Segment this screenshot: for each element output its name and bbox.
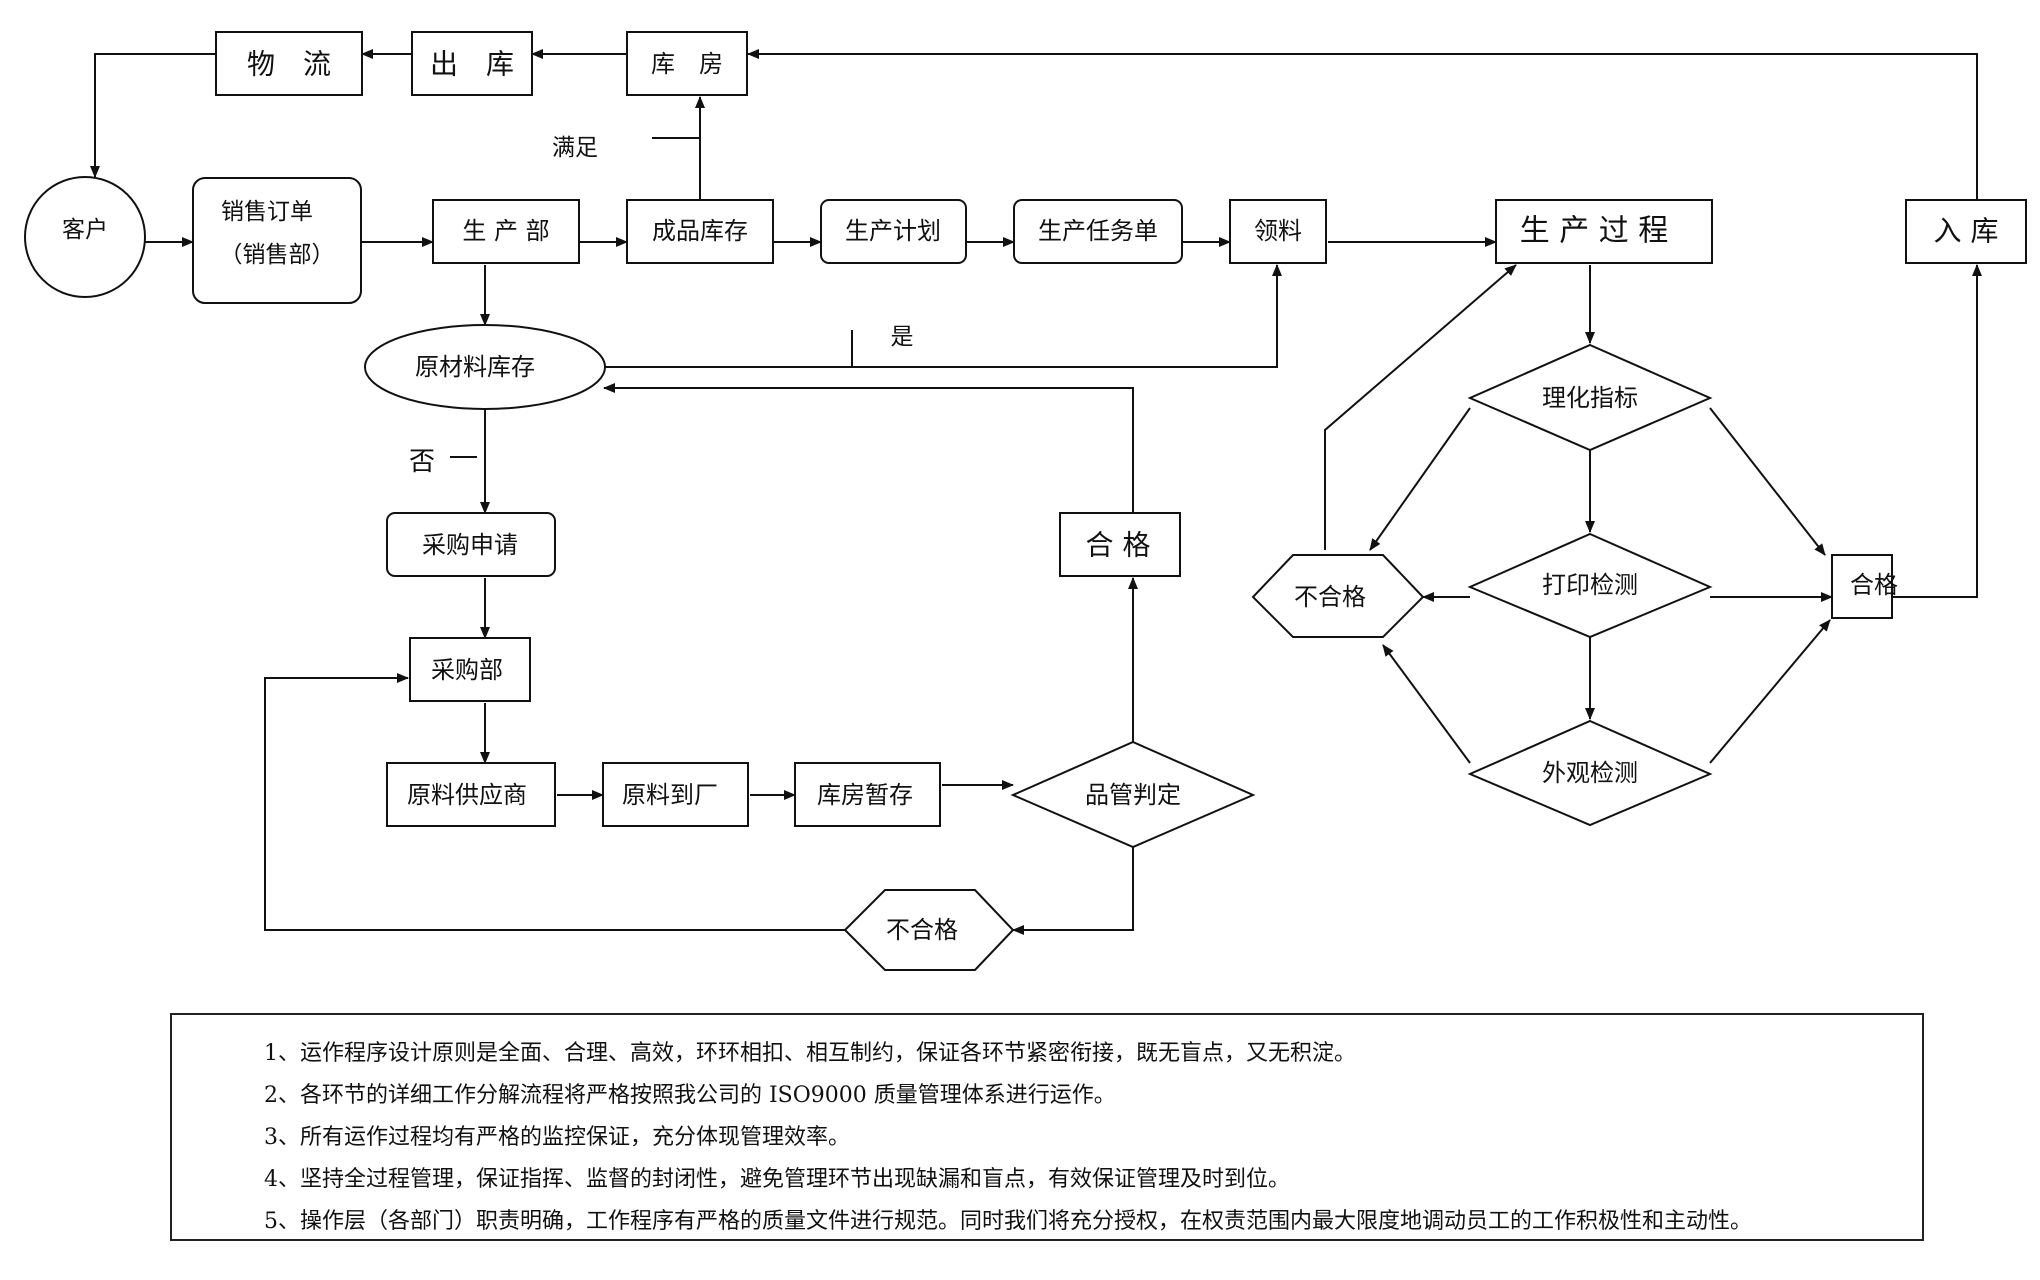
material-arrival-box	[602, 762, 749, 827]
warehouse-label: 库 房	[651, 50, 723, 78]
outbound-label: 出 库	[430, 48, 514, 81]
logistics-box	[215, 31, 363, 96]
sales-order-label-1: 销售订单	[221, 199, 313, 225]
supplier-box	[386, 762, 556, 827]
production-plan-label: 生产计划	[845, 217, 941, 245]
labels: 物 流 出 库 库 房 满足 客户 销售订单 （销售部） 生 产 部 成品库存 …	[62, 48, 1998, 945]
raw-stock-label: 原材料库存	[415, 353, 535, 381]
shapes	[24, 31, 2027, 971]
arrow-appearance-to-qualified	[1709, 619, 1831, 764]
logistics-label: 物 流	[247, 48, 331, 81]
print-check-label: 打印检测	[1542, 571, 1638, 599]
arrow-qualified-to-inbound	[1892, 264, 1982, 598]
customer-label: 客户	[62, 217, 108, 243]
qualified-right-label: 合格	[1850, 571, 1898, 599]
flowchart: 物 流 出 库 库 房 满足 客户 销售订单 （销售部） 生 产 部 成品库存 …	[24, 31, 2027, 971]
production-process-box	[1495, 199, 1713, 264]
sales-order-box	[192, 177, 362, 304]
note-4: 4、坚持全过程管理，保证指挥、监督的封闭性，避免管理环节出现缺漏和盲点，有效保证…	[264, 1167, 1291, 1192]
appearance-check-diamond	[1467, 719, 1713, 827]
production-plan-box	[820, 199, 967, 264]
production-dept-label: 生 产 部	[462, 217, 549, 245]
material-pick-label: 领料	[1254, 217, 1302, 245]
notes-box: 1、运作程序设计原则是全面、合理、高效，环环相扣、相互制约，保证各环节紧密衔接，…	[170, 1013, 1924, 1241]
inbound-box	[1905, 199, 2027, 264]
arrow-qc-to-unqualified	[1012, 847, 1134, 935]
production-task-label: 生产任务单	[1038, 217, 1158, 245]
qualified-left-label: 合 格	[1086, 529, 1151, 562]
unqualified-bottom-hexagon	[843, 889, 1015, 971]
unqualified-right-label: 不合格	[1294, 583, 1366, 611]
sales-order-label-2: （销售部）	[220, 242, 335, 268]
unqualified-bottom-label: 不合格	[886, 916, 958, 944]
supplier-label: 原料供应商	[407, 781, 527, 809]
purchase-request-label: 采购申请	[422, 531, 518, 559]
temp-storage-box	[794, 762, 941, 827]
arrow-physchem-to-unqualified	[1369, 407, 1471, 551]
production-task-box	[1013, 199, 1183, 264]
appearance-check-label: 外观检测	[1542, 759, 1638, 787]
production-process-label: 生 产 过 程	[1520, 214, 1669, 249]
qc-judgement-label: 品管判定	[1085, 781, 1181, 809]
qc-judgement-diamond	[1010, 740, 1256, 849]
unqualified-right-hexagon	[1251, 554, 1425, 638]
note-3: 3、所有运作过程均有严格的监控保证，充分体现管理效率。	[264, 1125, 850, 1150]
warehouse-box	[626, 31, 748, 96]
arrow-inbound-to-warehouse	[747, 49, 1978, 200]
physchem-label: 理化指标	[1542, 384, 1638, 412]
note-2: 2、各环节的详细工作分解流程将严格按照我公司的 ISO9000 质量管理体系进行…	[264, 1083, 1116, 1108]
arrow-unqualified-to-purchase-dept	[264, 673, 845, 931]
purchase-dept-box	[409, 637, 531, 702]
yes-label: 是	[891, 324, 914, 350]
inbound-label: 入 库	[1934, 215, 1999, 248]
qualified-right-box	[1831, 554, 1893, 619]
qualified-left-box	[1059, 512, 1181, 577]
note-1: 1、运作程序设计原则是全面、合理、高效，环环相扣、相互制约，保证各环节紧密衔接，…	[264, 1041, 1357, 1066]
arrow-raw-stock-yes-to-pick	[604, 264, 1282, 368]
finished-stock-label: 成品库存	[652, 217, 748, 245]
material-arrival-label: 原料到厂	[622, 781, 718, 809]
arrow-logistics-to-customer	[90, 53, 216, 178]
production-dept-box	[432, 199, 580, 264]
arrow-physchem-to-qualified	[1709, 407, 1826, 556]
no-label: 否	[409, 447, 435, 477]
temp-storage-label: 库房暂存	[817, 781, 913, 809]
arrow-appearance-to-unqualified	[1382, 644, 1471, 764]
finished-stock-box	[626, 199, 774, 264]
connectors	[90, 49, 1982, 935]
raw-stock-ellipse	[364, 324, 606, 410]
physchem-diamond	[1467, 343, 1713, 452]
arrow-unqualified-to-process	[1324, 264, 1517, 550]
note-5: 5、操作层（各部门）职责明确，工作程序有严格的质量文件进行规范。同时我们将充分授…	[264, 1209, 1753, 1234]
satisfy-label: 满足	[552, 135, 598, 161]
outbound-box	[411, 31, 533, 96]
arrow-qualified-to-raw-stock	[603, 383, 1134, 513]
purchase-request-box	[386, 512, 556, 577]
purchase-dept-label: 采购部	[431, 656, 503, 684]
customer-circle	[24, 176, 146, 298]
print-check-diamond	[1467, 532, 1713, 639]
material-pick-box	[1229, 199, 1327, 264]
